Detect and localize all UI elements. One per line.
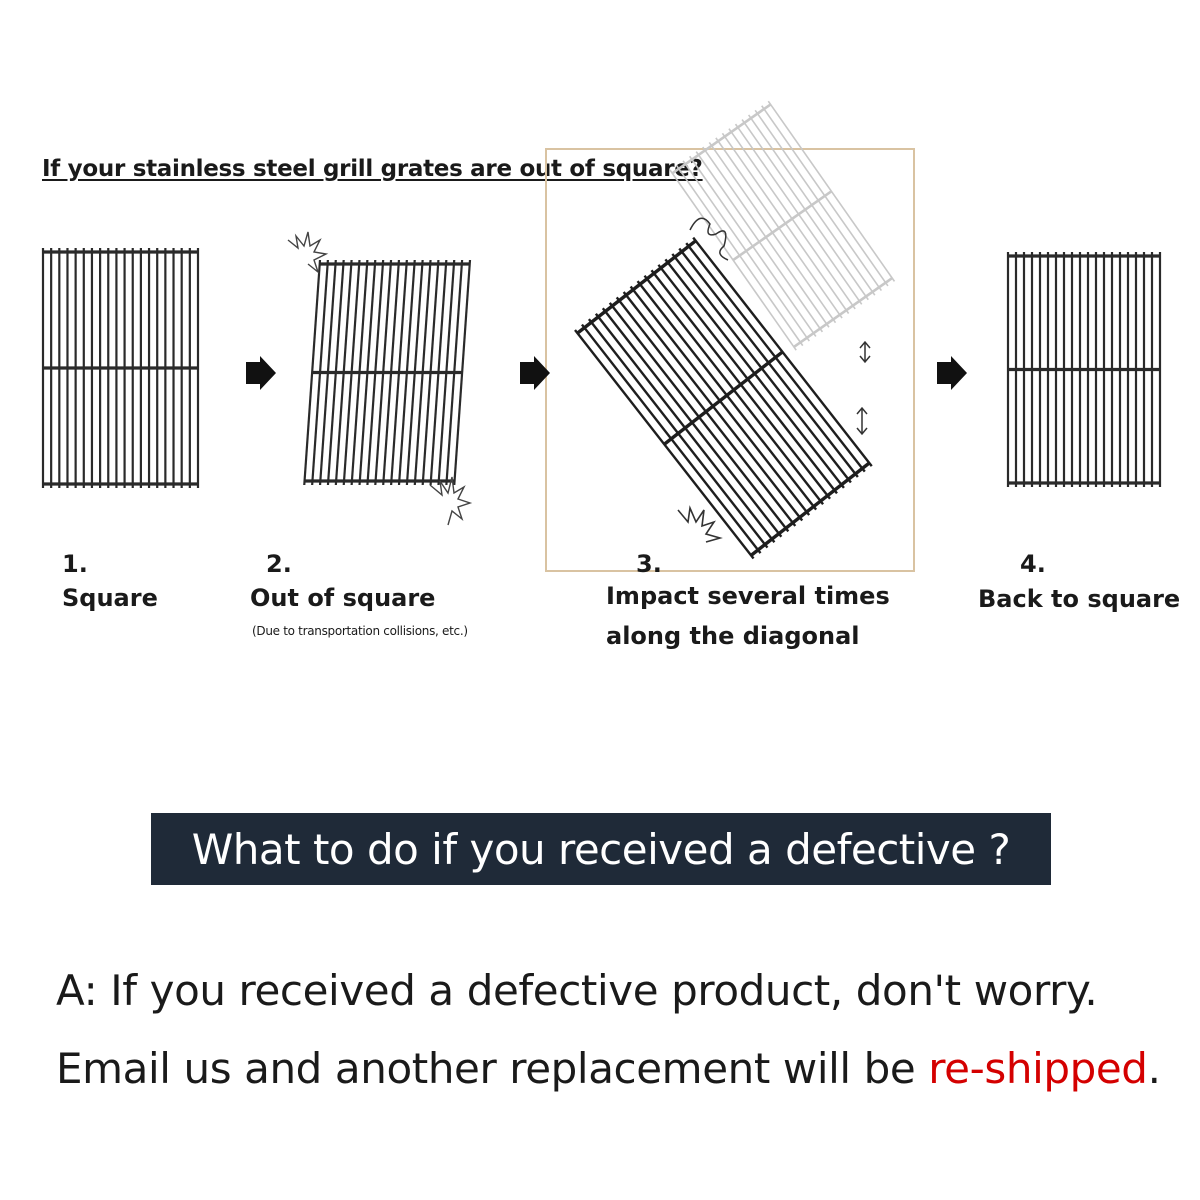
- answer-line2: Email us and another replacement will be…: [56, 1044, 1161, 1093]
- step2-number: 2.: [266, 550, 292, 578]
- arrow-right-icon: [246, 356, 276, 390]
- impact-burst-icon: [689, 217, 729, 261]
- page-heading: If your stainless steel grill grates are…: [42, 156, 703, 182]
- grate-back-to-square: [1006, 252, 1162, 487]
- faq-banner: What to do if you received a defective ?: [151, 813, 1051, 885]
- shake-arrow-icon: [856, 406, 868, 436]
- answer-line2-text: Email us and another replacement will be: [56, 1044, 929, 1093]
- step4-label: Back to square: [978, 585, 1181, 613]
- arrow-right-icon: [937, 356, 967, 390]
- grate-bars: [1006, 252, 1162, 487]
- answer-line2-period: .: [1147, 1044, 1161, 1093]
- step3-frame: [545, 148, 915, 572]
- step3-number: 3.: [636, 550, 662, 578]
- grate-bars: [41, 248, 200, 488]
- impact-burst-icon: [677, 505, 723, 543]
- grate-bars: [574, 236, 873, 560]
- shake-arrow-icon: [859, 340, 871, 364]
- step2-label: Out of square: [250, 584, 436, 612]
- impact-burst-icon: [287, 231, 329, 275]
- answer-line1: A: If you received a defective product, …: [56, 966, 1098, 1015]
- grate-bars: [303, 260, 472, 485]
- grate-ghost: [669, 100, 896, 351]
- arrow-right-icon: [520, 356, 550, 390]
- step3-label: Impact several times: [606, 582, 890, 610]
- step2-note: (Due to transportation collisions, etc.): [252, 624, 468, 638]
- step1-label: Square: [62, 584, 158, 612]
- grate-square: [41, 248, 200, 488]
- step1-number: 1.: [62, 550, 88, 578]
- reshipped-highlight: re-shipped: [928, 1044, 1148, 1093]
- step4-number: 4.: [1020, 550, 1046, 578]
- step3-label-line2: along the diagonal: [606, 622, 860, 650]
- grate-out-of-square: [287, 231, 473, 526]
- grate-impact-diagonal: [574, 100, 896, 560]
- impact-burst-icon: [429, 476, 473, 526]
